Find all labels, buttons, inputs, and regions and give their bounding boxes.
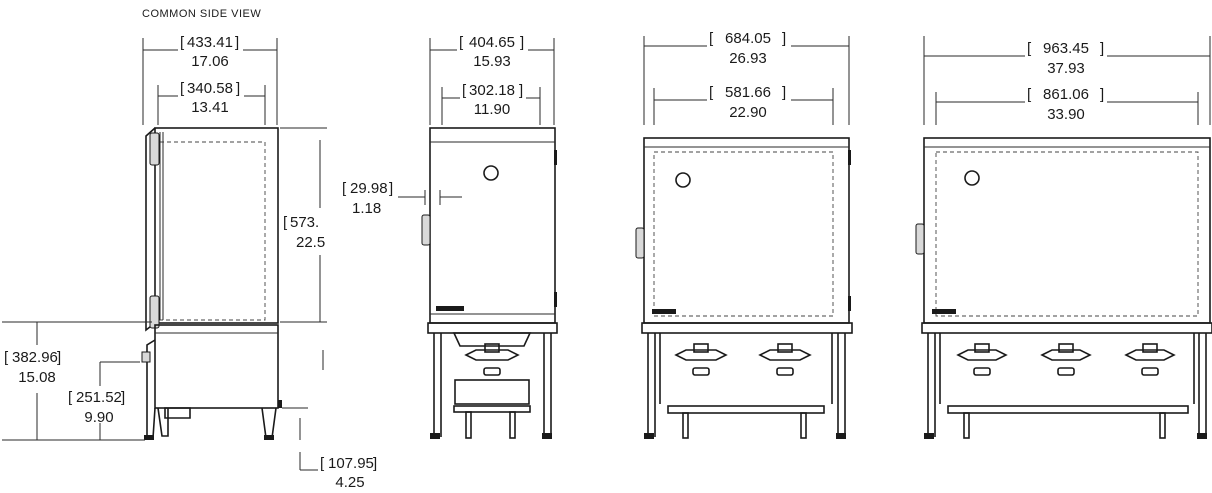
svg-text:[: [ (462, 82, 467, 99)
single-inner-width-in: 11.90 (474, 101, 510, 118)
front-view-double: [ ] 684.05 26.93 [ ] 581.66 22.90 (635, 30, 853, 439)
side-door-height-in: 22.5 (296, 234, 325, 251)
svg-text:]: ] (1100, 40, 1104, 57)
side-door-height-dimension: [ 573. 22.5 (280, 127, 336, 370)
side-outer-width-dimension: [ ] 433.41 17.06 (142, 34, 278, 125)
svg-text:[: [ (459, 34, 464, 51)
svg-text:[: [ (709, 84, 714, 101)
svg-text:]: ] (519, 82, 523, 99)
double-inner-width-dimension: [ ] 581.66 22.90 (653, 84, 834, 125)
svg-text:[: [ (180, 34, 185, 51)
side-outer-width-in: 17.06 (191, 53, 229, 70)
side-inner-width-in: 13.41 (191, 99, 229, 116)
side-outer-width-mm: 433.41 (187, 34, 233, 51)
front-view-single: [ ] 404.65 15.93 [ ] 302.18 11.90 [ 29.9… (342, 34, 558, 439)
double-inner-width-mm: 581.66 (725, 84, 771, 101)
svg-text:[: [ (68, 389, 73, 406)
svg-text:]: ] (235, 34, 239, 51)
single-handle-in: 1.18 (352, 200, 381, 217)
side-drawer-height-dimension: [ 251.52 ] 9.90 (68, 361, 140, 440)
single-outer-width-in: 15.93 (473, 53, 511, 70)
side-leg-height-mm: 107.95 (328, 455, 374, 472)
side-leg-height-dimension: [ 107.95 ] 4.25 (282, 407, 377, 491)
svg-text:[: [ (180, 80, 185, 97)
triple-inner-width-in: 33.90 (1047, 106, 1085, 123)
single-inner-width-dimension: [ ] 302.18 11.90 (441, 82, 541, 125)
side-inner-width-dimension: [ ] 340.58 13.41 (157, 80, 266, 125)
single-handle-dimension: [ 29.98 ] 1.18 (342, 180, 462, 217)
svg-text:]: ] (389, 180, 393, 197)
svg-text:]: ] (1100, 86, 1104, 103)
side-leg-height-in: 4.25 (335, 474, 364, 491)
svg-text:]: ] (782, 30, 786, 47)
svg-text:[: [ (1027, 86, 1032, 103)
side-base-height-dimension: [ 382.96 ] 15.08 (2, 321, 152, 441)
single-inner-width-mm: 302.18 (469, 82, 515, 99)
side-door-height-mm: 573. (290, 214, 319, 231)
svg-text:[: [ (709, 30, 714, 47)
svg-text:[: [ (4, 349, 9, 366)
svg-text:]: ] (782, 84, 786, 101)
svg-text:[: [ (1027, 40, 1032, 57)
double-inner-width-in: 22.90 (729, 104, 767, 121)
svg-text:]: ] (373, 455, 377, 472)
front-view-triple: [ ] 963.45 37.93 [ ] 861.06 33.90 (915, 36, 1212, 439)
triple-inner-width-dimension: [ ] 861.06 33.90 (935, 86, 1199, 125)
side-inner-width-mm: 340.58 (187, 80, 233, 97)
svg-text:]: ] (121, 389, 125, 406)
svg-text:]: ] (520, 34, 524, 51)
side-drawer-height-mm: 251.52 (76, 389, 122, 406)
svg-text:[: [ (342, 180, 347, 197)
single-handle-mm: 29.98 (350, 180, 388, 197)
double-outer-width-mm: 684.05 (725, 30, 771, 47)
single-outer-width-mm: 404.65 (469, 34, 515, 51)
side-base-height-in: 15.08 (18, 369, 56, 386)
svg-text:[: [ (283, 214, 288, 231)
svg-text:[: [ (320, 455, 325, 472)
double-outer-width-in: 26.93 (729, 50, 767, 67)
side-base-height-mm: 382.96 (12, 349, 58, 366)
triple-inner-width-mm: 861.06 (1043, 86, 1089, 103)
svg-text:]: ] (57, 349, 61, 366)
view-title: COMMON SIDE VIEW (142, 8, 261, 20)
side-view: [ ] 433.41 17.06 [ ] 340.58 13.41 (2, 34, 377, 491)
side-drawer-height-in: 9.90 (84, 409, 113, 426)
single-outer-width-dimension: [ ] 404.65 15.93 (429, 34, 555, 125)
svg-text:]: ] (236, 80, 240, 97)
triple-outer-width-dimension: [ ] 963.45 37.93 (923, 36, 1211, 125)
double-outer-width-dimension: [ ] 684.05 26.93 (643, 30, 850, 125)
triple-outer-width-in: 37.93 (1047, 60, 1085, 77)
triple-outer-width-mm: 963.45 (1043, 40, 1089, 57)
